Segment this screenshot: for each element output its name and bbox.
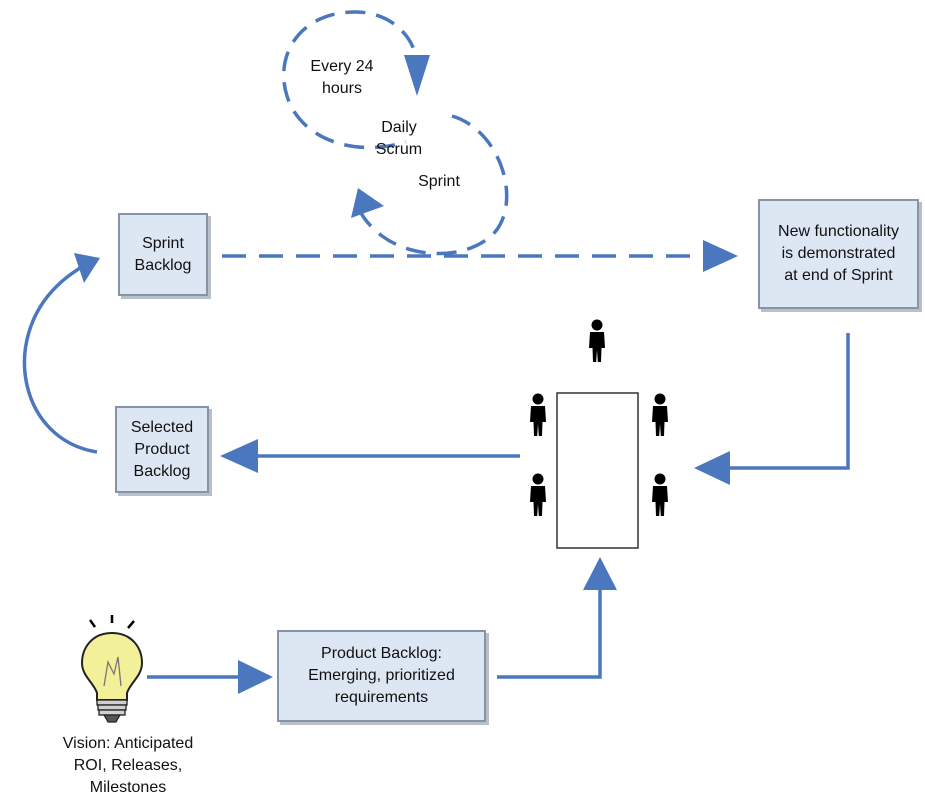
sprint-dashed-arrowhead [703,240,738,272]
selected-to-sprint-arrow [22,266,98,454]
selected-to-sprint-arrowhead [74,253,100,283]
new-functionality-label: New functionality is demonstrated at end… [778,223,899,284]
planning-to-selected-arrowhead [220,439,258,473]
backlog-to-planning-arrowhead [583,557,617,590]
person-icon [530,393,546,436]
product-backlog-label: Product Backlog: Emerging, prioritized r… [308,645,455,706]
daily-scrum-arrowhead [404,55,430,96]
sprint-backlog-box: Sprint Backlog [118,213,208,296]
new-functionality-box: New functionality is demonstrated at end… [758,199,919,309]
lightbulb-icon [80,615,144,723]
selected-product-backlog-label: Selected Product Backlog [130,418,194,480]
review-return-arrow [730,333,850,470]
review-return-arrowhead [694,451,730,485]
every-24-hours-label: Every 24 hours [310,58,374,97]
person-icon [652,393,668,436]
sprint-cycle-arrowhead [351,188,384,218]
vision-to-backlog-arrowhead [238,660,273,694]
person-icon [530,473,546,516]
meeting-table [556,392,639,549]
person-icon [652,473,668,516]
sprint-cycle-label: Sprint [418,173,460,190]
selected-product-backlog-box: Selected Product Backlog [115,406,209,493]
product-backlog-box: Product Backlog: Emerging, prioritized r… [277,630,486,722]
vision-label: Vision: Anticipated ROI, Releases, Miles… [62,735,194,796]
daily-scrum-label: Daily Scrum [375,119,423,158]
backlog-to-planning-arrow [497,590,602,679]
sprint-backlog-label: Sprint Backlog [134,234,192,274]
person-icon [589,319,605,362]
sprint-loop [357,114,509,256]
